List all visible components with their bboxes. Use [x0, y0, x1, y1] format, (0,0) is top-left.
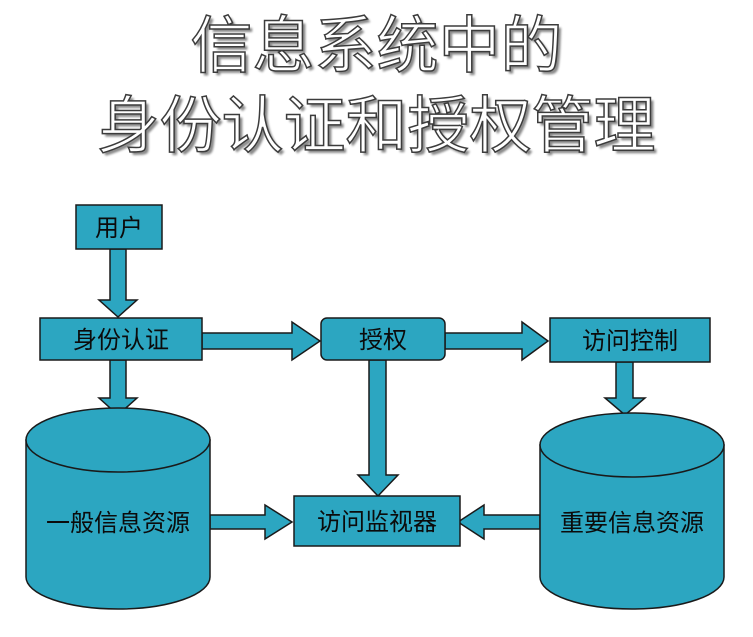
node-general-resources-label: 一般信息资源: [46, 509, 190, 537]
node-access-control-box: [549, 317, 711, 363]
node-user-box: [75, 204, 163, 250]
arrow-important-resources-to-monitor: [456, 503, 541, 541]
arrow-access-control-to-important-resources: [602, 361, 648, 416]
node-user-label: 用户: [95, 214, 143, 242]
arrow-auth-to-authorize: [201, 320, 322, 362]
arrow-auth-to-general-resources: [97, 359, 139, 417]
slide-title: 信息系统中的 身份认证和授权管理: [0, 6, 753, 166]
node-authorize-box: [320, 317, 446, 361]
arrow-general-resources-to-monitor: [209, 503, 294, 541]
arrow-user-to-auth: [97, 248, 139, 319]
node-important-resources-label: 重要信息资源: [560, 509, 704, 537]
cylinder-general-resources: [25, 407, 211, 610]
node-auth-box: [39, 317, 203, 361]
title-line-1: 信息系统中的: [190, 8, 564, 83]
arrow-authorize-to-access-control: [444, 320, 550, 362]
node-authorize-label: 授权: [359, 326, 407, 354]
title-line-2: 身份认证和授权管理: [97, 88, 657, 163]
node-auth-label: 身份认证: [73, 326, 169, 354]
cylinder-important-resources: [539, 412, 725, 610]
node-access-control-label: 访问控制: [582, 327, 678, 355]
node-monitor-label: 访问监视器: [317, 508, 437, 536]
arrow-authorize-to-monitor: [356, 359, 400, 498]
node-monitor-box: [293, 495, 461, 547]
